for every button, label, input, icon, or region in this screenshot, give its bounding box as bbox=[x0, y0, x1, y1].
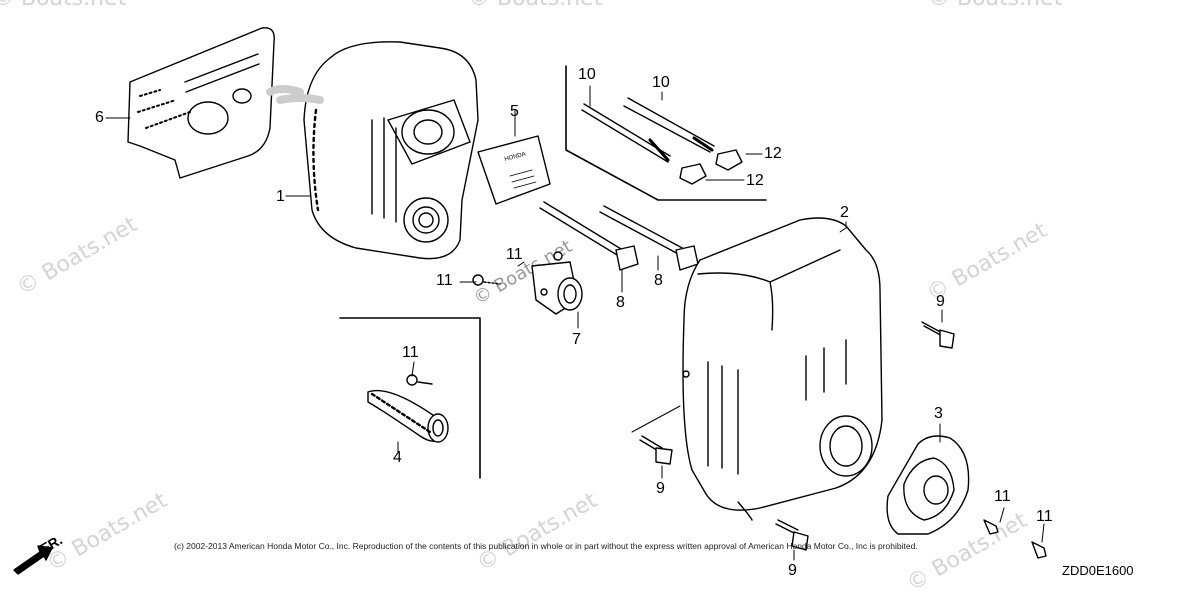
muffler-body bbox=[266, 41, 479, 260]
diagram-code: ZDD0E1600 bbox=[1062, 563, 1134, 578]
callout-2: 2 bbox=[840, 204, 849, 221]
stud-bolt bbox=[581, 97, 715, 163]
callout-7: 7 bbox=[572, 331, 581, 348]
callout-9: 9 bbox=[936, 293, 945, 310]
callout-9: 9 bbox=[656, 480, 665, 497]
label-plate-text: HONDA bbox=[504, 152, 526, 163]
hex-bolt bbox=[639, 321, 955, 551]
callout-11: 11 bbox=[402, 344, 419, 361]
protector-plate bbox=[127, 27, 275, 179]
callout-6: 6 bbox=[95, 109, 104, 126]
callout-10: 10 bbox=[652, 74, 670, 91]
callout-12: 12 bbox=[746, 172, 764, 189]
frame-line bbox=[339, 317, 481, 479]
callout-11: 11 bbox=[994, 488, 1011, 505]
exhaust-gasket bbox=[886, 435, 970, 535]
callout-4: 4 bbox=[393, 449, 402, 466]
callout-10: 10 bbox=[578, 66, 596, 83]
callout-5: 5 bbox=[510, 103, 519, 120]
frame-line bbox=[565, 65, 767, 201]
spark-arrester bbox=[531, 261, 583, 315]
arrester-tube bbox=[367, 374, 449, 443]
flange-bolt bbox=[539, 201, 699, 271]
callout-8: 8 bbox=[616, 294, 625, 311]
callout-9: 9 bbox=[788, 562, 797, 579]
callout-11: 11 bbox=[1036, 508, 1053, 525]
callout-11: 11 bbox=[436, 272, 453, 289]
nut bbox=[679, 149, 743, 185]
callout-3: 3 bbox=[934, 405, 943, 422]
muffler-protector bbox=[682, 217, 883, 521]
copyright-notice: (c) 2002-2013 American Honda Motor Co., … bbox=[174, 541, 918, 551]
label-plate: HONDA bbox=[477, 135, 551, 205]
callout-11: 11 bbox=[506, 246, 523, 263]
leader-lines bbox=[105, 85, 1045, 561]
callout-1: 1 bbox=[276, 188, 285, 205]
callout-12: 12 bbox=[764, 145, 782, 162]
front-direction-arrow bbox=[13, 545, 53, 575]
callout-8: 8 bbox=[654, 272, 663, 289]
screw bbox=[983, 519, 1047, 559]
